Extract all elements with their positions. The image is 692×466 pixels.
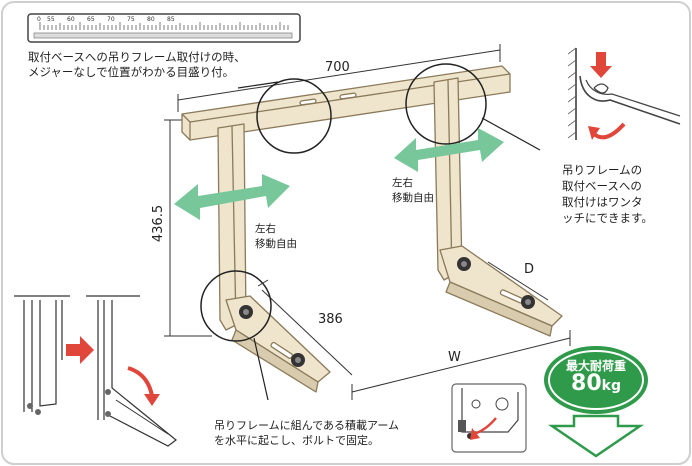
leader-line-mount [481,117,541,151]
fold-red-arrow [66,336,94,364]
bolts [239,257,535,367]
dimension-386: 386 [318,312,343,327]
leader-lines [237,81,541,401]
callout-circle-mount [405,63,487,145]
ruler-tick-2: 60 [67,16,75,23]
ruler-strip: 0 55 60 65 70 75 80 85 [27,13,301,43]
badge-value: 80 [571,371,602,396]
dimension-700: 700 [325,60,350,75]
ruler-tick-7: 85 [167,16,175,23]
dimension-w: W [448,350,461,365]
arm-note: 吊りフレームに組んである積載アーム を水平に起こし、ボルトで固定。 [214,419,400,447]
ruler-tick-5: 75 [127,16,135,23]
leader-line-scale [237,81,279,89]
curved-red-arrow [592,122,626,140]
down-outline-arrow [547,414,645,458]
right-move-arrow [394,128,504,172]
ruler-tick-6: 80 [147,16,155,23]
wall-mount-detail [567,47,681,140]
dimension-height: 436.5 [151,204,167,243]
badge-title: 最大耐荷重 [565,359,626,373]
callout-circle-scale [256,78,332,154]
badge-value-row: 80kg [552,372,640,398]
callout-circle-arm [200,270,272,342]
fold-arm-detail [14,295,177,447]
load-badge [544,346,648,458]
dimension-d: D [524,262,535,277]
ruler-tick-3: 65 [87,16,95,23]
scale-note: 取付ベースへの吊りフレーム取付けの時、 メジャーなしで位置がわかる目盛り付。 [28,50,246,79]
dimension-lines [164,44,571,400]
left-move-arrow [174,174,290,220]
leader-line-arm [253,337,269,401]
ruler-tick-0: 0 [37,16,41,23]
right-move-label: 左右 移動自由 [392,177,434,204]
ruler-tick-1: 55 [47,16,55,23]
left-move-label: 左右 移動自由 [255,223,297,250]
ruler-tick-4: 70 [107,16,115,23]
down-red-arrow [590,52,612,78]
move-arrows [174,128,504,220]
badge-unit: kg [601,378,621,394]
fold-curved-arrow [127,366,154,397]
bolt-detail [451,383,527,453]
callout-circles [200,63,487,342]
one-touch-note: 吊りフレームの 取付ベースへの 取付けはワンタ ッチにできます。 [562,163,653,225]
